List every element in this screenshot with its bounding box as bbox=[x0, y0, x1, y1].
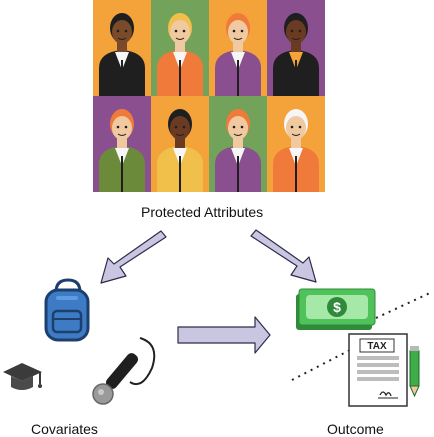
person-8 bbox=[267, 96, 325, 192]
arrow-covariates-to-outcome bbox=[177, 316, 271, 354]
dotted-line-upper bbox=[375, 291, 433, 319]
person-4 bbox=[267, 0, 325, 96]
covariates-label: Covariates bbox=[31, 421, 98, 437]
dollar-sign-icon: $ bbox=[333, 299, 341, 315]
dotted-line-lower bbox=[291, 349, 351, 381]
person-7 bbox=[209, 96, 267, 192]
tax-form-title: TAX bbox=[367, 341, 387, 352]
graduation-cap-icon bbox=[3, 363, 42, 390]
microphone-icon bbox=[92, 337, 156, 405]
person-2 bbox=[151, 0, 209, 96]
person-3 bbox=[209, 0, 267, 96]
protected-attributes-label: Protected Attributes bbox=[141, 204, 264, 220]
protected-attributes-image bbox=[93, 0, 325, 192]
money-stack-icon: $ bbox=[296, 288, 376, 330]
person-6 bbox=[151, 96, 209, 192]
person-1 bbox=[93, 0, 151, 96]
backpack-icon bbox=[44, 278, 90, 342]
arrow-to-outcome bbox=[250, 229, 317, 283]
outcome-label: Outcome bbox=[327, 421, 384, 437]
pencil-icon bbox=[409, 346, 420, 398]
person-5 bbox=[93, 96, 151, 192]
tax-form-icon: TAX bbox=[348, 333, 408, 407]
arrow-to-covariates bbox=[100, 230, 167, 284]
